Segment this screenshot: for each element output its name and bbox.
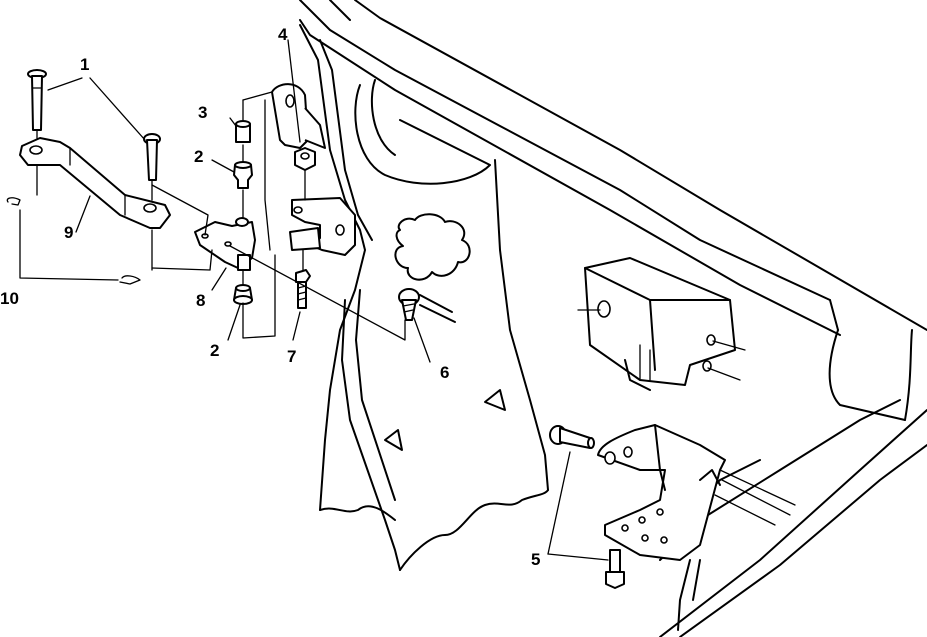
floor-bracket bbox=[597, 424, 726, 561]
bolt-5-upper bbox=[549, 425, 595, 449]
callout-10: 10 bbox=[0, 289, 19, 308]
nut-4 bbox=[294, 147, 316, 171]
callout-2-upper: 2 bbox=[194, 147, 203, 166]
clevis-pin-1-right bbox=[143, 133, 161, 181]
callout-5: 5 bbox=[531, 550, 540, 569]
callout-8: 8 bbox=[196, 291, 205, 310]
callout-4: 4 bbox=[278, 25, 288, 44]
bushing-2-upper bbox=[233, 161, 253, 189]
bolt-5-lower bbox=[605, 549, 625, 589]
cotter-pin-10-upper bbox=[6, 197, 21, 206]
cotter-pin-10-lower bbox=[119, 275, 141, 285]
pivot-bracket-8 bbox=[194, 217, 256, 271]
bushing-2-lower bbox=[233, 284, 253, 305]
callout-1: 1 bbox=[80, 55, 89, 74]
callout-9: 9 bbox=[64, 223, 73, 242]
callout-7: 7 bbox=[287, 347, 296, 366]
tie-rod-arm-9 bbox=[19, 137, 171, 229]
callout-3: 3 bbox=[198, 103, 207, 122]
callout-6: 6 bbox=[440, 363, 449, 382]
callout-leaders bbox=[19, 39, 609, 561]
bolt-7 bbox=[295, 269, 311, 309]
clevis-pin-1-left bbox=[27, 69, 47, 131]
callout-numbers: 1 2 2 3 4 5 6 7 8 9 10 bbox=[0, 25, 540, 569]
callout-2-lower: 2 bbox=[210, 341, 219, 360]
vehicle-frame bbox=[299, 0, 927, 571]
spacer-3 bbox=[235, 120, 251, 143]
hinge-bracket bbox=[271, 83, 356, 256]
mounting-block bbox=[577, 257, 746, 391]
assembly-lines bbox=[36, 91, 406, 341]
bolt-6 bbox=[398, 288, 456, 323]
